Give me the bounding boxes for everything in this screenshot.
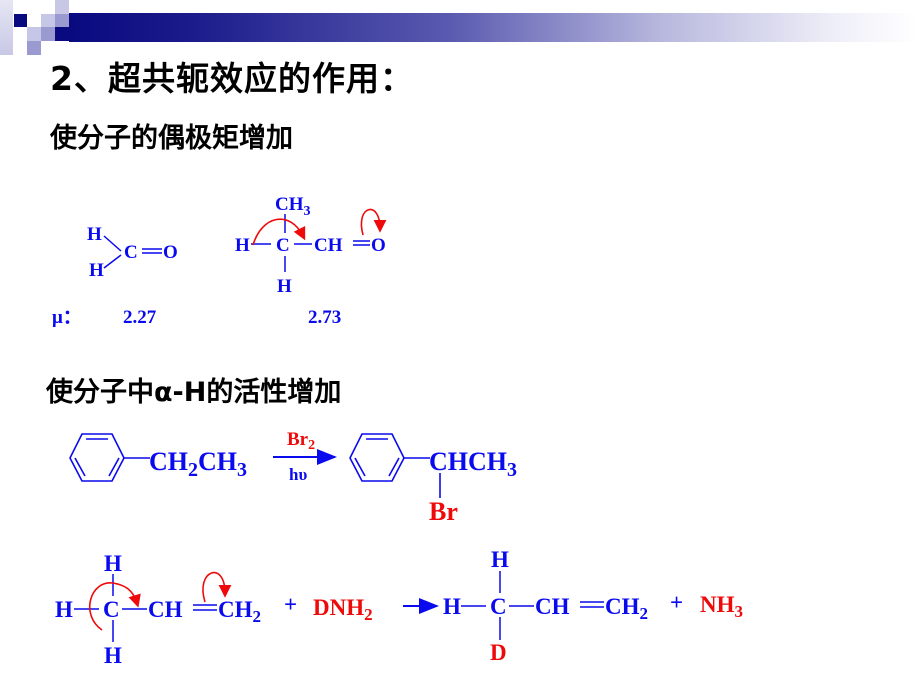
- svg-text:H: H: [55, 597, 73, 622]
- formaldehyde-structure: H H C O: [87, 224, 178, 281]
- svg-text:Br2: Br2: [287, 429, 315, 453]
- svg-text:CH: CH: [148, 597, 183, 622]
- dipole-values: μ： 2.27 2.73: [52, 307, 341, 328]
- benzene-ring-icon: [69, 433, 125, 482]
- svg-text:Br: Br: [429, 497, 458, 526]
- svg-text:H: H: [87, 224, 102, 245]
- svg-text:C: C: [103, 597, 120, 622]
- electron-shift-arrow: [202, 571, 232, 603]
- svg-text:H: H: [89, 260, 104, 281]
- svg-text:H: H: [491, 547, 509, 572]
- svg-text:O: O: [371, 235, 386, 256]
- svg-text:DNH2: DNH2: [313, 595, 373, 624]
- svg-text:H: H: [104, 643, 122, 668]
- svg-text:C: C: [490, 594, 507, 619]
- svg-text:CH2: CH2: [605, 594, 648, 623]
- slide-title: 2、超共轭效应的作用：: [50, 59, 414, 98]
- svg-text:μ：: μ：: [52, 307, 82, 328]
- svg-text:H: H: [277, 276, 292, 297]
- svg-text:CH2CH3: CH2CH3: [149, 447, 247, 481]
- electron-shift-arrow: [360, 208, 387, 236]
- svg-text:+: +: [284, 592, 297, 617]
- svg-text:H: H: [235, 235, 250, 256]
- svg-text:CH2: CH2: [218, 597, 261, 626]
- svg-text:CH: CH: [535, 594, 570, 619]
- electron-shift-arrow: [252, 218, 306, 246]
- svg-text:H: H: [104, 551, 122, 576]
- svg-text:CH3: CH3: [275, 194, 311, 219]
- svg-text:H: H: [443, 594, 461, 619]
- dipole-value-isobutyraldehyde: 2.73: [308, 307, 341, 328]
- deuteration-reaction: H H C CH CH2 H + DNH2 H H C CH CH2 D + N…: [55, 547, 743, 668]
- svg-text:CHCH3: CHCH3: [429, 447, 517, 481]
- dipole-value-formaldehyde: 2.27: [123, 307, 157, 328]
- point-dipole-moment: 使分子的偶极矩增加: [50, 123, 293, 154]
- svg-text:hυ: hυ: [289, 465, 307, 484]
- svg-text:D: D: [490, 640, 507, 665]
- svg-text:+: +: [670, 590, 683, 615]
- svg-text:C: C: [124, 242, 138, 263]
- benzene-ring-icon: [349, 433, 405, 482]
- svg-text:NH3: NH3: [700, 592, 743, 621]
- electron-shift-arrow: [88, 582, 141, 631]
- header-gradient-bar: [69, 13, 917, 42]
- isobutyraldehyde-structure: CH3 H C CH O H: [235, 194, 387, 297]
- point-alpha-h-activity: 使分子中α-H的活性增加: [46, 377, 342, 408]
- svg-text:CH: CH: [314, 235, 343, 256]
- bromination-reaction: CH2CH3 Br2 hυ CHCH3 Br: [69, 429, 517, 526]
- svg-text:C: C: [276, 235, 290, 256]
- svg-text:O: O: [163, 242, 178, 263]
